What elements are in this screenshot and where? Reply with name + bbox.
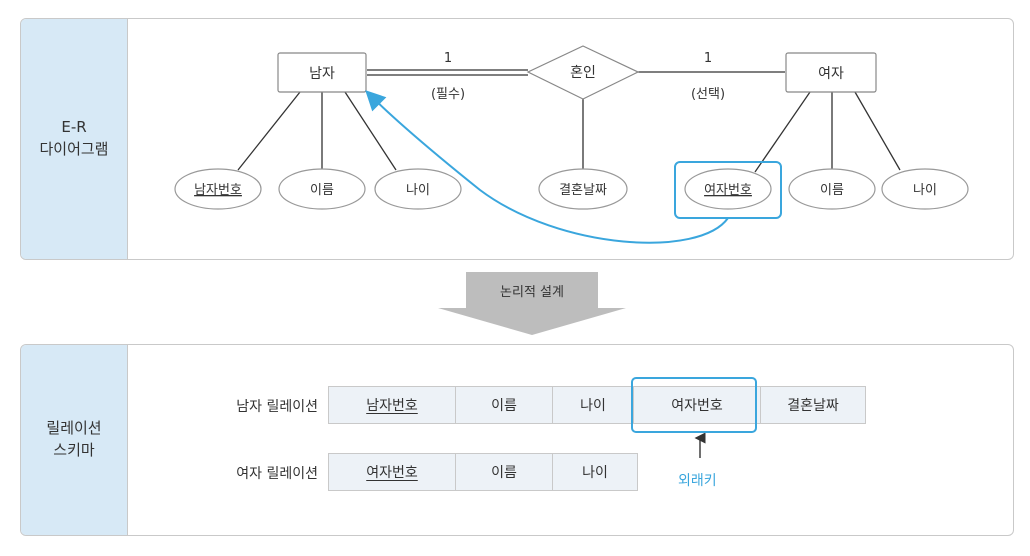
attr-marriage-date-text: 결혼날짜: [559, 183, 607, 198]
link-man-age: [344, 91, 397, 171]
attr-woman-name-ellipse: [788, 168, 876, 210]
link-man-id: [237, 91, 301, 171]
er-diagram-side-label: E-R 다이어그램: [21, 19, 128, 259]
man-cell-1: 이름: [455, 386, 553, 424]
transition-label: 논리적 설계: [500, 285, 564, 300]
attr-woman-id-text: 여자번호: [704, 183, 752, 198]
woman-relation-label: 여자 릴레이션: [236, 466, 318, 482]
attr-man-name-text: 이름: [310, 183, 334, 198]
woman-relation-row: 여자번호 이름 나이: [328, 453, 638, 491]
er-label-line2: 다이어그램: [39, 140, 109, 158]
relationship-diamond: [526, 45, 640, 100]
entity-man-box: [277, 52, 367, 93]
entity-man-text: 남자: [309, 66, 335, 82]
attr-man-age-text: 나이: [406, 183, 430, 198]
entity-woman-box: [785, 52, 877, 93]
link-woman-age: [854, 91, 901, 171]
relation-schema-side-label: 릴레이션 스키마: [21, 345, 128, 535]
foreign-key-label: 외래키: [678, 473, 717, 489]
woman-cell-0-text: 여자번호: [366, 465, 418, 481]
entity-woman-text: 여자: [818, 66, 844, 82]
attr-man-id-ellipse: [174, 168, 262, 210]
woman-cell-0: 여자번호: [328, 453, 456, 491]
link-woman-id: [754, 91, 811, 173]
man-cell-4: 결혼날짜: [760, 386, 866, 424]
attr-man-id-text: 남자번호: [194, 183, 242, 198]
attr-marriage-date-ellipse: [538, 168, 628, 210]
relationship-text: 혼인: [570, 65, 596, 81]
attr-woman-age-text: 나이: [913, 183, 937, 198]
woman-cell-1: 이름: [455, 453, 553, 491]
attr-woman-age-ellipse: [881, 168, 969, 210]
transition-arrow: [438, 272, 626, 335]
attr-man-age-ellipse: [374, 168, 462, 210]
er-label-line1: E-R: [61, 118, 87, 137]
attr-woman-name-text: 이름: [820, 183, 844, 198]
man-relation-label: 남자 릴레이션: [236, 399, 318, 415]
cardinality-right-note: (선택): [691, 87, 725, 102]
man-relation-row: 남자번호 이름 나이 여자번호 결혼날짜: [328, 386, 866, 424]
cardinality-right: 1: [704, 51, 712, 66]
relation-schema-panel: 릴레이션 스키마: [20, 344, 1014, 536]
man-cell-3: 여자번호: [633, 386, 761, 424]
woman-cell-2: 나이: [552, 453, 638, 491]
man-cell-0: 남자번호: [328, 386, 456, 424]
man-cell-2: 나이: [552, 386, 634, 424]
cardinality-left: 1: [444, 51, 452, 66]
cardinality-left-note: (필수): [431, 87, 465, 102]
attr-man-name-ellipse: [278, 168, 366, 210]
schema-label-line1: 릴레이션: [46, 419, 102, 438]
man-cell-0-text: 남자번호: [366, 398, 418, 414]
foreign-key-curve-arrow: [365, 90, 729, 244]
attr-woman-id-ellipse: [684, 168, 772, 210]
schema-label-line2: 스키마: [53, 441, 95, 459]
foreign-key-column-highlight: [631, 377, 757, 433]
